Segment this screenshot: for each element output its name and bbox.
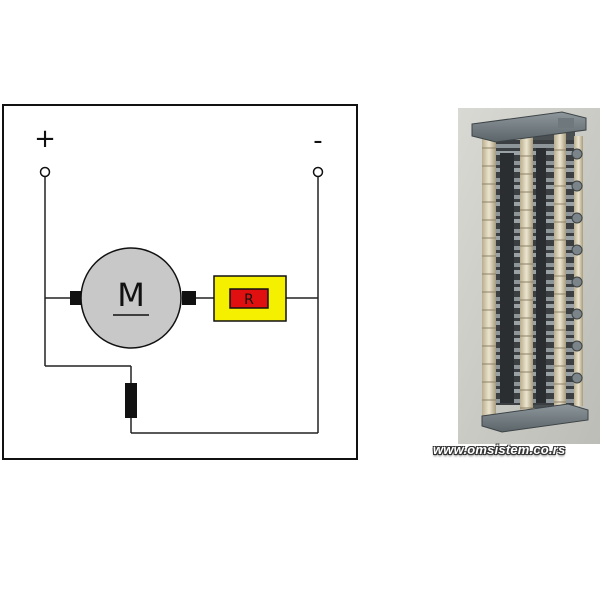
motor-brush-left [70, 291, 82, 305]
positive-terminal [39, 166, 51, 178]
motor-brush-right [182, 291, 196, 305]
diagram-frame [2, 104, 358, 460]
positive-terminal-label: + [34, 124, 56, 154]
photo-watermark: www.omsistem.co.rs [433, 442, 566, 457]
circuit-wires [44, 177, 319, 434]
motor-label: M [117, 276, 145, 314]
shunt-resistor [125, 383, 137, 418]
series-resistor [229, 288, 269, 309]
resistor-bank-photo [458, 108, 600, 444]
negative-terminal [312, 166, 324, 178]
negative-terminal-label: - [313, 126, 322, 156]
motor-symbol [80, 247, 182, 349]
series-resistor-label: R [244, 292, 254, 308]
